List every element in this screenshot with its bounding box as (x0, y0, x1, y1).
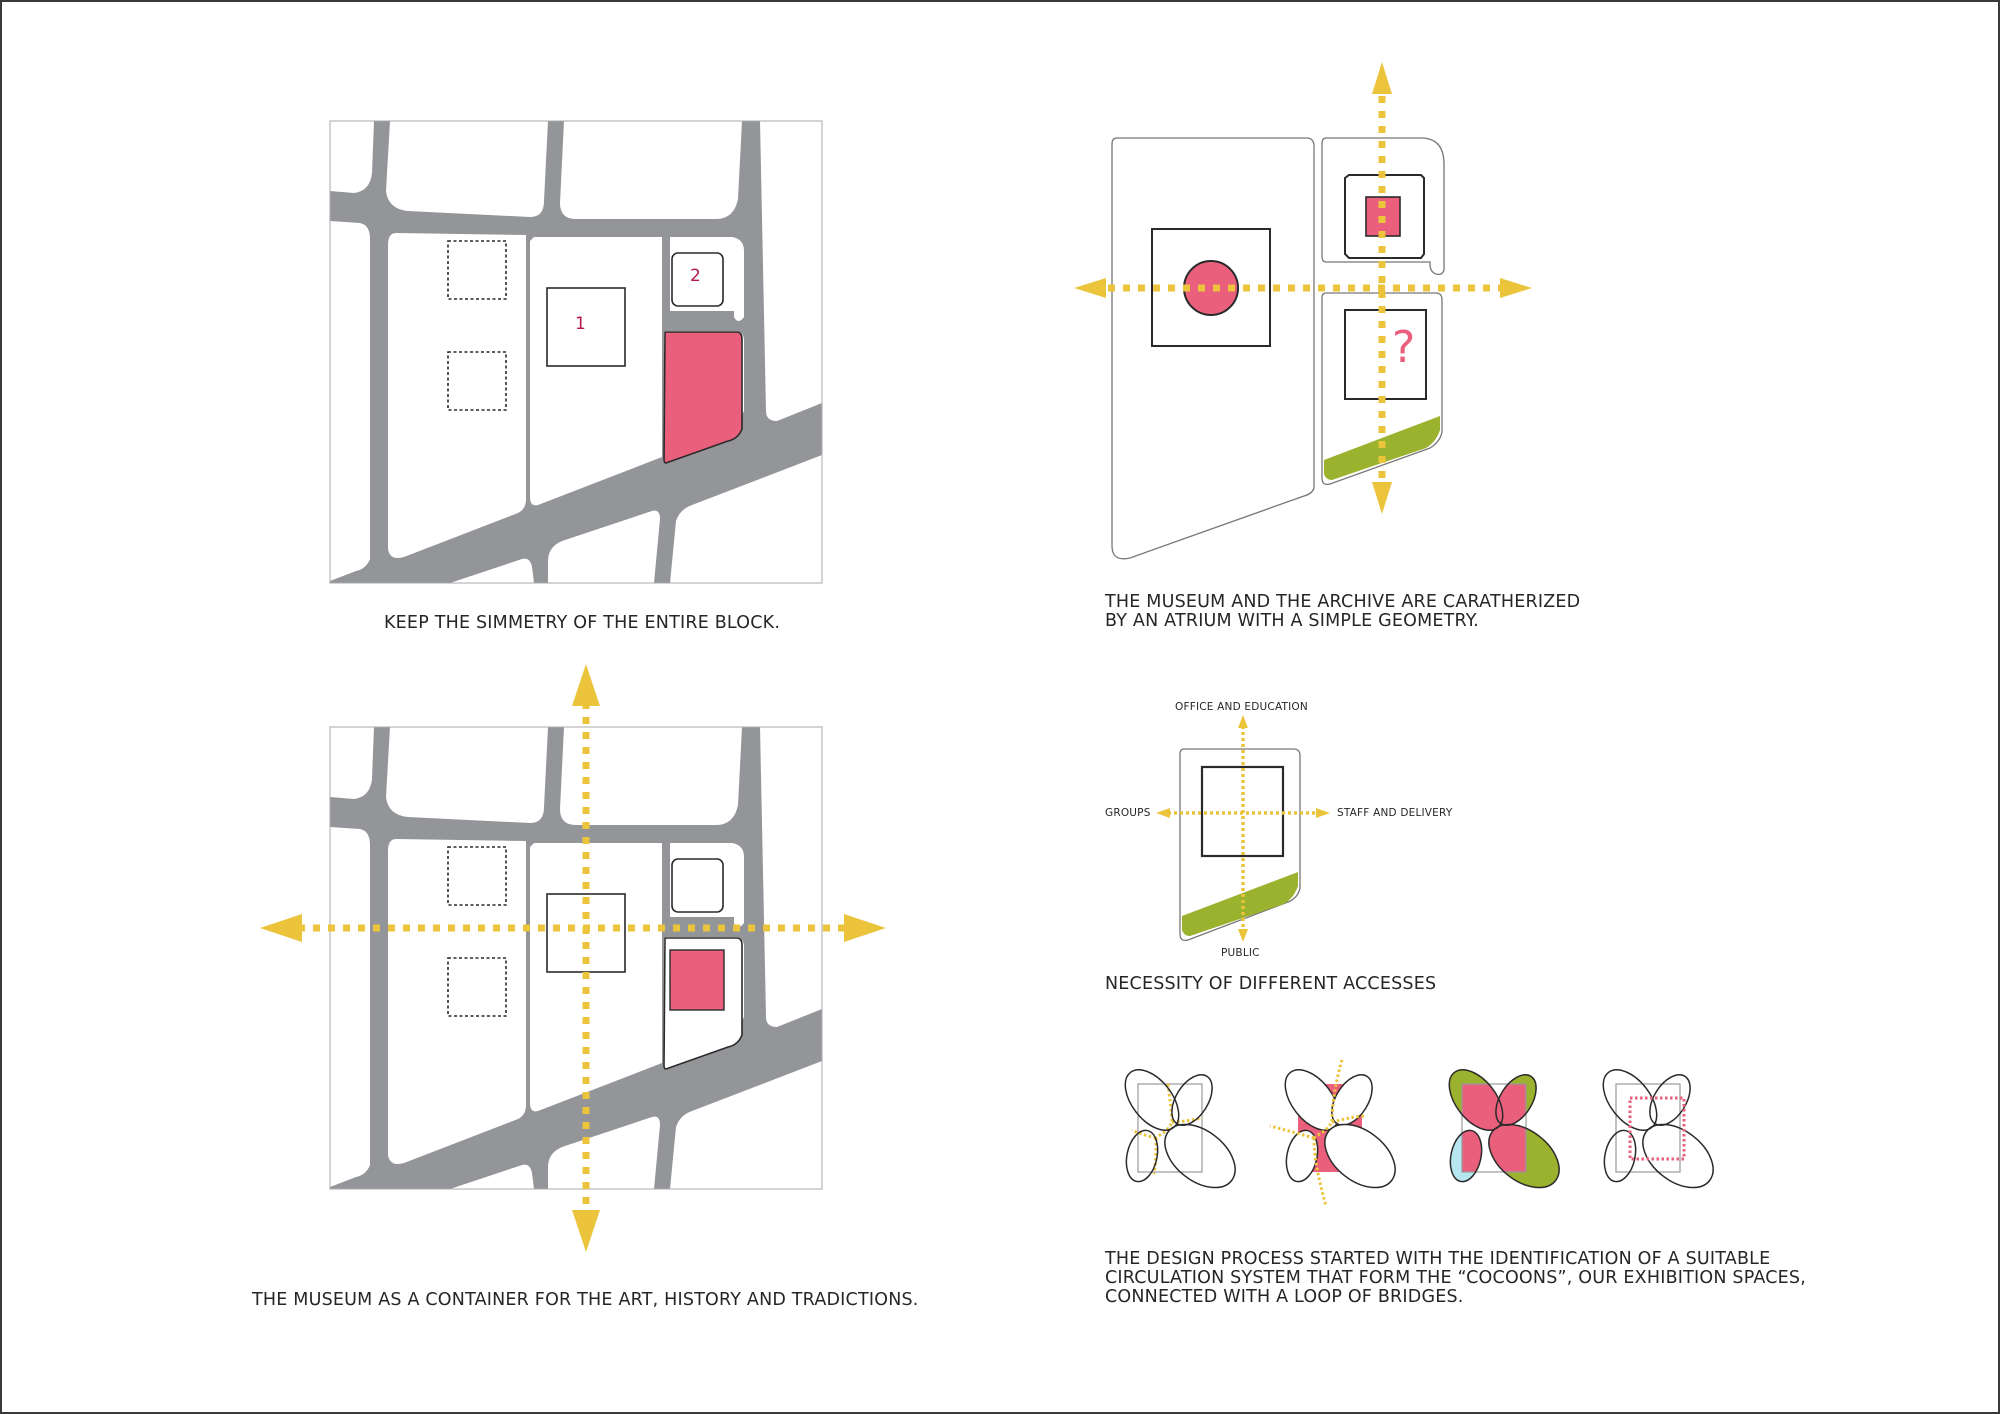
site-map-panel (329, 120, 823, 584)
caption-cocoons-line-1: THE DESIGN PROCESS STARTED WITH THE IDEN… (1105, 1249, 1771, 1269)
building-2-outline (671, 858, 724, 913)
building-2-label: 2 (690, 266, 701, 286)
cocoon-step-pink-zone (1269, 1059, 1396, 1207)
accesses-panel (1156, 715, 1330, 942)
arrow-up-icon (572, 664, 600, 706)
caption-museum-container: THE MUSEUM AS A CONTAINER FOR THE ART, H… (252, 1290, 919, 1310)
arrow-down-icon (572, 1210, 600, 1252)
access-label-groups: GROUPS (1105, 807, 1151, 819)
arrow-right-icon (1500, 278, 1532, 298)
access-label-staff-delivery: STAFF AND DELIVERY (1337, 807, 1453, 819)
arrow-up-icon (1238, 715, 1248, 728)
building-1-label: 1 (575, 314, 586, 334)
arrow-left-icon (1156, 808, 1170, 818)
project-site-highlight (663, 331, 743, 464)
caption-atrium-line-1: THE MUSEUM AND THE ARCHIVE ARE CARATHERI… (1105, 592, 1581, 612)
access-label-office-education: OFFICE AND EDUCATION (1175, 701, 1308, 713)
building-2-outline (671, 252, 724, 307)
atrium-panel (1074, 62, 1532, 560)
arrow-up-icon (1372, 62, 1392, 94)
container-axes (260, 664, 886, 1252)
arrow-right-icon (844, 914, 886, 942)
cocoon-step-exhibition-spaces (1448, 1069, 1560, 1189)
arrow-right-icon (1316, 808, 1330, 818)
caption-atrium-line-2: BY AN ATRIUM WITH A SIMPLE GEOMETRY. (1105, 611, 1479, 631)
museum-container-volume (669, 949, 725, 1011)
caption-cocoons-line-2: CIRCULATION SYSTEM THAT FORM THE “COCOON… (1105, 1268, 1806, 1288)
bridge-loop-dotted (1628, 1096, 1686, 1161)
caption-site-symmetry: KEEP THE SIMMETRY OF THE ENTIRE BLOCK. (384, 613, 781, 633)
unknown-marker: ? (1392, 322, 1416, 373)
arrow-left-icon (260, 914, 302, 942)
access-label-public: PUBLIC (1221, 947, 1260, 959)
arrow-left-icon (1074, 278, 1106, 298)
building-1-outline (546, 287, 626, 367)
public-green-strip (1182, 872, 1298, 936)
cocoon-step-circulation (1124, 1069, 1236, 1189)
cocoon-step-bridge-loop (1602, 1069, 1714, 1189)
container-map-panel (329, 726, 823, 1190)
caption-cocoons-line-3: CONNECTED WITH A LOOP OF BRIDGES. (1105, 1287, 1464, 1307)
arrow-down-icon (1238, 929, 1248, 942)
museum-lot-outline (1111, 137, 1315, 560)
caption-accesses: NECESSITY OF DIFFERENT ACCESSES (1105, 974, 1437, 994)
arrow-down-icon (1372, 482, 1392, 514)
